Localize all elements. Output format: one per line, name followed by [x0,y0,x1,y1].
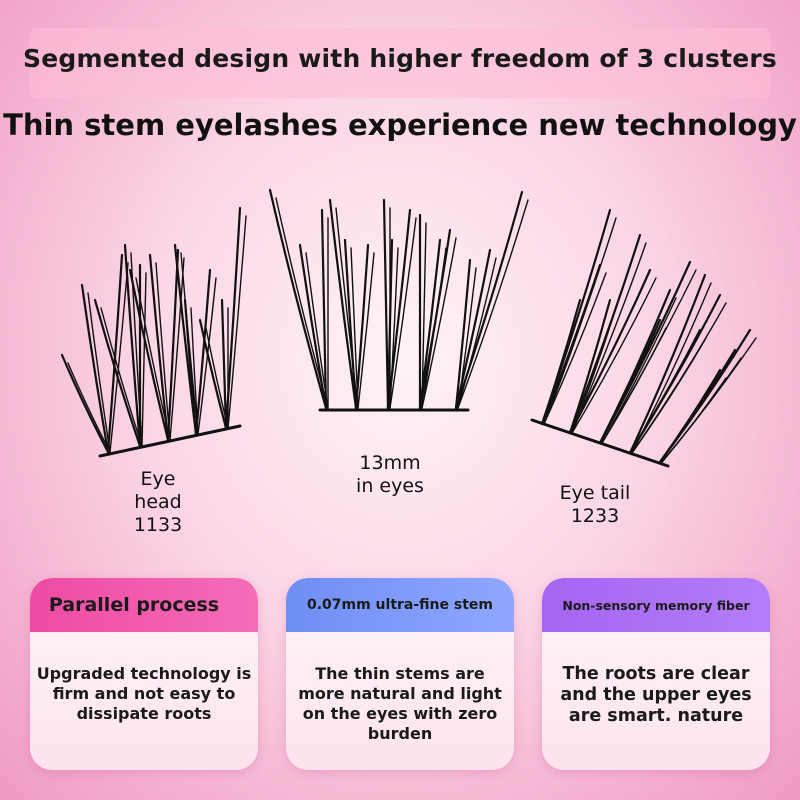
lash-strand [543,272,607,425]
lash-strand [328,198,358,410]
card-description: The thin stems are more natural and ligh… [298,664,502,743]
lash-strand [571,277,657,434]
lash-strand [631,337,707,454]
eye-tail-label-line-1: Eye tail [559,482,631,504]
headline-primary: Segmented design with higher freedom of … [22,44,777,73]
feature-card-ultra-fine-stem: 0.07mm ultra-fine stem The thin stems ar… [286,578,514,770]
card-description: Upgraded technology is firm and not easy… [36,664,252,723]
lash-strand [386,208,412,410]
lash-strand [220,298,228,430]
lash-strand [109,262,129,453]
eye-head-label-line-3: 1133 [133,514,183,536]
lash-strand [598,318,662,445]
lash-strand [571,307,617,434]
lash-strand [454,258,472,410]
lash-strand [568,298,612,435]
lash-strand [661,377,727,463]
eye-tail-label-line-2: 1233 [570,505,620,527]
mid-eye-label-line-1: 13mm [359,452,421,474]
lash-strand [601,297,677,444]
lash-strand [227,215,247,429]
lash-strand [169,257,185,441]
eye-tail-lash-cluster [530,208,757,468]
eye-head-label-line-2: head [134,491,182,513]
mid-eye-label: 13mm in eyes [330,452,450,498]
mid-eye-lash-cluster [268,188,529,412]
lash-strand [106,253,124,454]
lash-strand [190,307,199,435]
lash-strand [354,243,370,410]
lash-strand [320,208,328,410]
lash-strand [194,268,212,436]
card-title: Parallel process [30,578,258,632]
header-band [30,28,770,98]
feature-card-parallel-process: Parallel process Upgraded technology is … [30,578,258,770]
lash-strand [205,327,229,429]
lash-strand [343,238,358,410]
lash-strand [661,357,742,463]
lash-strand [457,257,497,409]
mid-eye-label-line-2: in eyes [356,475,424,497]
card-description: The roots are clear and the upper eyes a… [560,664,752,726]
eye-tail-label: Eye tail 1233 [545,482,645,528]
lash-strand [628,328,702,455]
lash-strand [183,298,198,436]
lash-strand [540,298,582,426]
lash-strand [418,228,452,410]
lash-strand [198,318,228,430]
lash-strand [180,252,199,435]
lash-strand [540,263,602,426]
lash-band [98,424,242,458]
lash-strand [631,302,727,454]
lash-strand [298,243,328,410]
lash-strand [601,327,667,444]
lash-strand [87,292,111,453]
lash-strand [100,307,143,447]
lash-strand [148,253,170,442]
lash-strand [421,237,457,409]
headline-secondary: Thin stem eyelashes experience new techn… [3,108,797,142]
lash-strand [543,307,587,425]
lash-strand [418,238,442,410]
lash-strand [93,298,142,448]
lash-strand [457,267,477,409]
lash-strand [568,268,652,435]
lash-strand [268,188,328,410]
lash-strand [568,233,642,435]
lash-strand [382,198,390,410]
lash-strand [661,337,757,463]
eye-head-label: Eye head 1133 [118,468,198,537]
eye-head-label-line-1: Eye [140,468,176,490]
card-title: 0.07mm ultra-fine stem [286,578,514,632]
eye-head-lash-cluster [60,206,247,458]
lash-strand [457,199,529,409]
lash-strand [128,268,170,442]
lash-strand [389,217,417,409]
lash-strand [141,272,147,447]
lash-strand [123,243,142,448]
card-title: Non-sensory memory fiber [542,578,770,632]
lash-strand [658,368,722,464]
lash-strand [628,273,707,455]
lash-strand [60,353,110,454]
lash-strand [357,252,375,409]
feature-card-memory-fiber: Non-sensory memory fiber The roots are c… [542,578,770,770]
lash-strand [80,283,110,454]
lash-strand [386,238,394,410]
